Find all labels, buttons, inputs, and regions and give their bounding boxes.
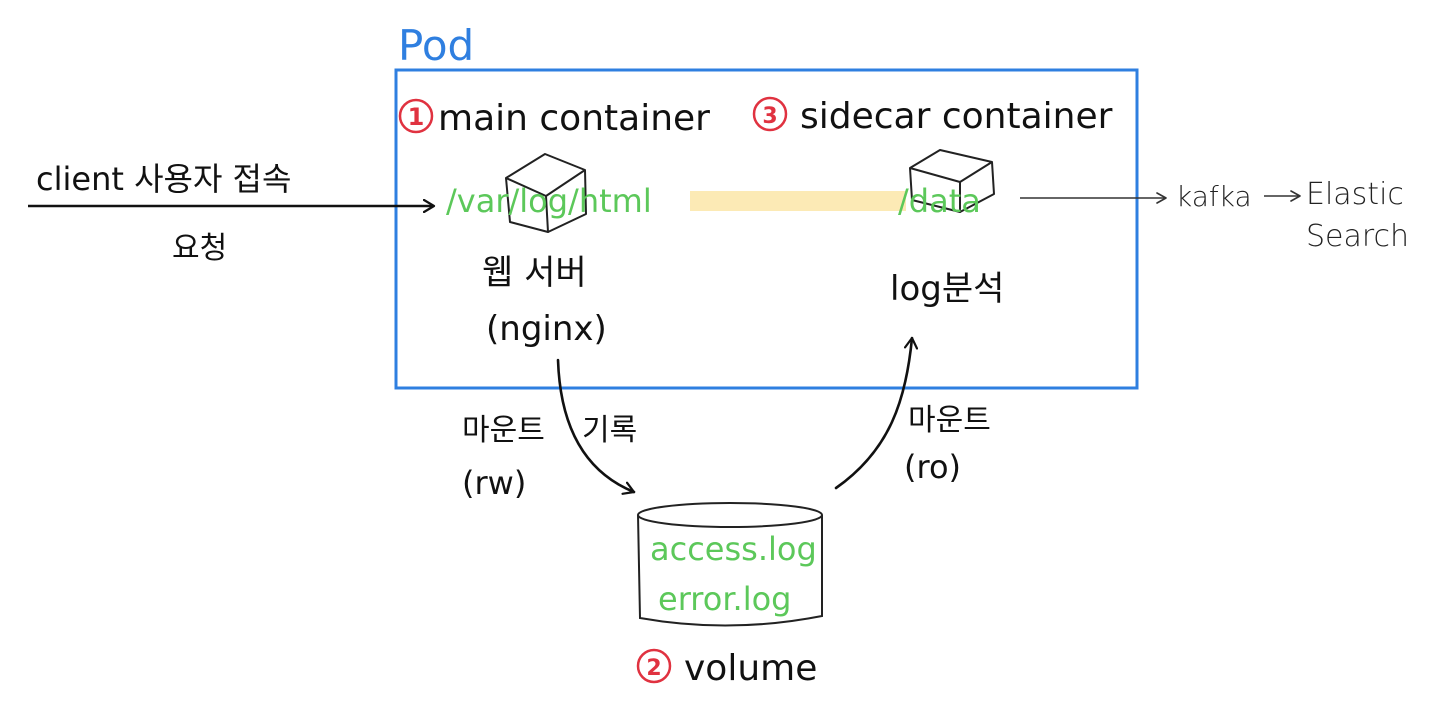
web-server-name: 웹 서버 — [482, 253, 587, 293]
volume-file-error-log: error.log — [658, 580, 791, 618]
main-container-label: main container — [438, 98, 710, 139]
volume-badge — [636, 648, 672, 684]
main-container-badge-number: 1 — [408, 103, 425, 131]
sidecar-container-badge — [752, 96, 788, 132]
mount-rw-label: 마운트 — [462, 413, 545, 448]
sidecar-container-badge-number: 3 — [762, 104, 777, 129]
mount-rw-mode: (rw) — [462, 464, 526, 502]
volume-cylinder — [637, 502, 823, 627]
volume-file-access-log: access.log — [650, 530, 817, 568]
mount-ro-mode: (ro) — [904, 448, 961, 486]
client-text-line2: 요청 — [172, 231, 227, 266]
log-analyzer-name: log분석 — [890, 269, 1004, 309]
volume-label: volume — [684, 648, 817, 689]
web-server-path: /var/log/html — [446, 182, 652, 220]
log-analyzer-path: /data — [898, 182, 981, 220]
client-text-line1: client 사용자 접속 — [36, 160, 291, 198]
elastic-label-line1: Elastic — [1306, 177, 1404, 212]
main-container-heading: 1 main container — [398, 98, 710, 139]
sidecar-container-label: sidecar container — [800, 96, 1113, 137]
volume-badge-number: 2 — [646, 656, 661, 681]
mount-ro-label: 마운트 — [908, 403, 991, 438]
web-server-cube-icon — [505, 153, 587, 233]
sidecar-container-heading: 3 sidecar container — [752, 96, 1113, 137]
write-to-volume-arrow — [556, 358, 636, 492]
elastic-label-line2: Search — [1306, 219, 1409, 254]
main-container-badge — [398, 98, 434, 134]
kafka-label: kafka — [1176, 180, 1252, 213]
read-from-volume-arrow — [834, 336, 912, 490]
shared-log-highlight — [690, 191, 906, 211]
log-analyzer-cube-icon — [909, 149, 995, 213]
write-action-label: 기록 — [582, 413, 637, 448]
pod-box — [394, 68, 1139, 390]
pod-label: Pod — [398, 21, 474, 70]
web-server-sub: (nginx) — [486, 309, 607, 349]
